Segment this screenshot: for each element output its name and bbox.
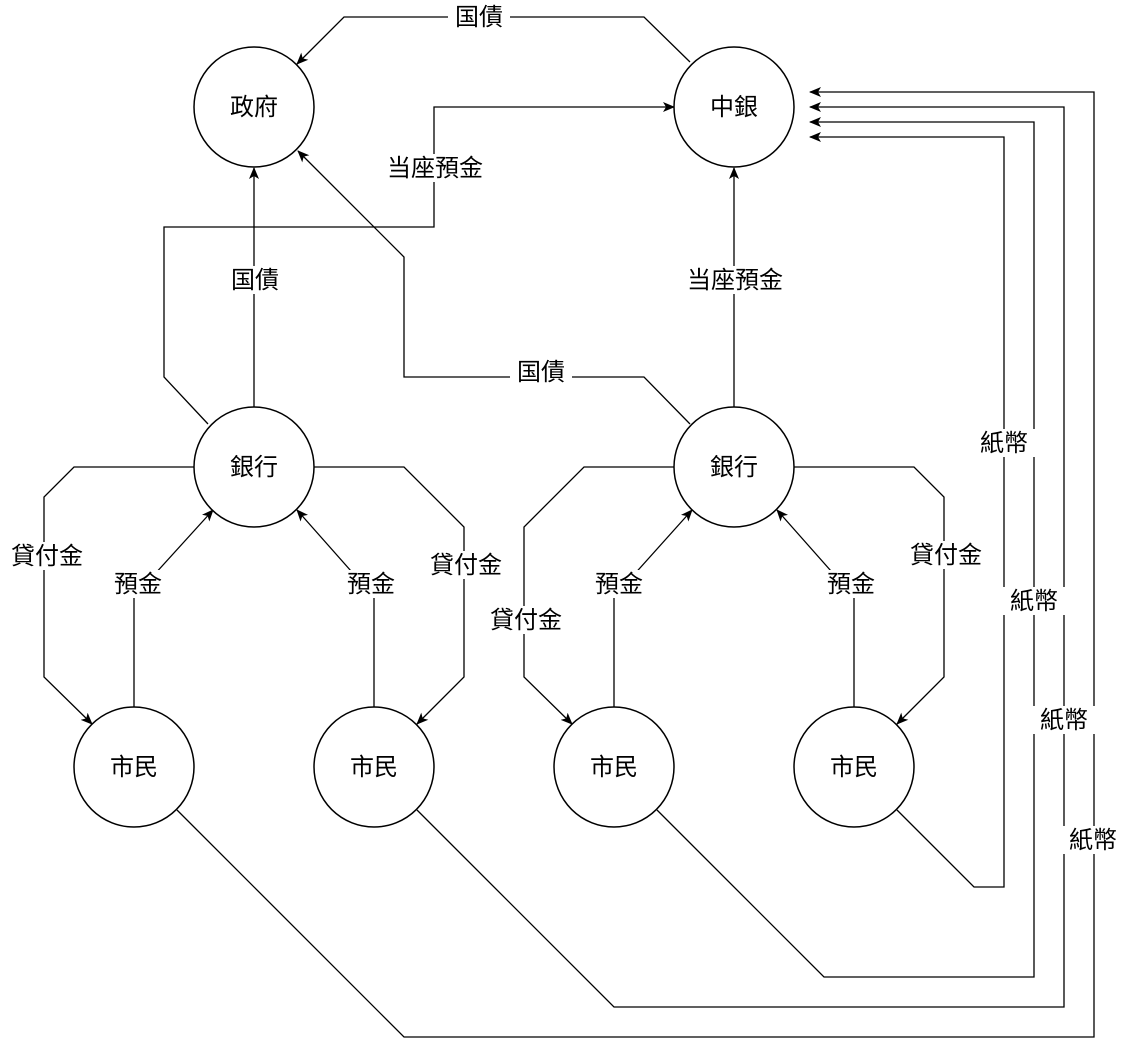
node-bank-right: 銀行 bbox=[673, 406, 795, 528]
svg-text:貸付金: 貸付金 bbox=[11, 542, 83, 570]
svg-text:中銀: 中銀 bbox=[710, 93, 758, 121]
edges bbox=[43, 16, 1095, 1038]
edge-c3-to-bankR-deposit bbox=[613, 509, 693, 707]
svg-text:国債: 国債 bbox=[517, 358, 565, 386]
label-bankL-to-c2-loan: 貸付金 bbox=[420, 551, 512, 579]
edge-c4-to-bankR-deposit bbox=[776, 509, 855, 707]
svg-text:預金: 預金 bbox=[347, 570, 395, 598]
nodes: 政府 中銀 銀行 銀行 市民 市民 市民 市民 bbox=[73, 46, 915, 828]
svg-text:市民: 市民 bbox=[590, 753, 638, 781]
label-bankR-to-cb-current-deposit: 当座預金 bbox=[675, 266, 795, 294]
label-bankR-to-c3-loan: 貸付金 bbox=[480, 606, 572, 634]
edge-bankL-to-c1-loan bbox=[43, 466, 194, 725]
node-bank-left: 銀行 bbox=[193, 406, 315, 528]
edge-bankR-to-gov-bonds bbox=[297, 150, 691, 425]
label-bankR-to-gov-bonds: 国債 bbox=[510, 358, 572, 386]
svg-text:市民: 市民 bbox=[110, 753, 158, 781]
edge-bankR-to-c3-loan bbox=[523, 466, 674, 725]
edge-c2-to-bankL-deposit bbox=[296, 509, 375, 707]
svg-text:貸付金: 貸付金 bbox=[430, 551, 502, 579]
edge-labels: 国債 当座預金 国債 国債 当座預金 貸付金 預金 預金 貸付金 貸付金 預金 … bbox=[1, 3, 1124, 854]
svg-text:紙幣: 紙幣 bbox=[1040, 706, 1088, 734]
node-citizen-2: 市民 bbox=[313, 706, 435, 828]
svg-text:市民: 市民 bbox=[350, 753, 398, 781]
edge-c3-to-cb-banknotes bbox=[656, 117, 1035, 978]
svg-text:貸付金: 貸付金 bbox=[490, 606, 562, 634]
label-c2-to-bankL-deposit: 預金 bbox=[340, 570, 402, 598]
svg-text:預金: 預金 bbox=[595, 570, 643, 598]
svg-text:当座預金: 当座預金 bbox=[387, 154, 483, 182]
label-bankL-to-gov-bonds: 国債 bbox=[224, 266, 286, 294]
label-c4-to-cb-banknotes: 紙幣 bbox=[973, 429, 1035, 457]
svg-text:貸付金: 貸付金 bbox=[910, 541, 982, 569]
svg-text:国債: 国債 bbox=[231, 266, 279, 294]
node-citizen-1: 市民 bbox=[73, 706, 195, 828]
label-cb-to-gov-bonds: 国債 bbox=[448, 3, 510, 31]
node-citizen-4: 市民 bbox=[793, 706, 915, 828]
label-c3-to-cb-banknotes: 紙幣 bbox=[1003, 587, 1065, 615]
edge-c4-to-cb-banknotes bbox=[809, 132, 1005, 888]
edge-bankL-to-cb-current-deposit bbox=[163, 102, 675, 425]
label-c2-to-cb-banknotes: 紙幣 bbox=[1033, 706, 1095, 734]
label-bankL-to-c1-loan: 貸付金 bbox=[1, 542, 93, 570]
svg-text:紙幣: 紙幣 bbox=[1010, 587, 1058, 615]
svg-text:紙幣: 紙幣 bbox=[980, 429, 1028, 457]
edge-bankR-to-c4-loan bbox=[794, 466, 945, 725]
svg-text:預金: 預金 bbox=[827, 570, 875, 598]
svg-text:政府: 政府 bbox=[230, 93, 278, 121]
node-government: 政府 bbox=[193, 46, 315, 168]
edge-c2-to-cb-banknotes bbox=[416, 102, 1065, 1008]
svg-text:銀行: 銀行 bbox=[710, 453, 758, 481]
label-c4-to-bankR-deposit: 預金 bbox=[820, 570, 882, 598]
edge-bankL-to-c2-loan bbox=[314, 466, 465, 725]
label-c1-to-bankL-deposit: 預金 bbox=[107, 570, 169, 598]
label-bankR-to-c4-loan: 貸付金 bbox=[900, 541, 992, 569]
svg-text:市民: 市民 bbox=[830, 753, 878, 781]
node-central-bank: 中銀 bbox=[673, 46, 795, 168]
label-c1-to-cb-banknotes: 紙幣 bbox=[1062, 826, 1124, 854]
node-citizen-3: 市民 bbox=[553, 706, 675, 828]
svg-text:当座預金: 当座預金 bbox=[687, 266, 783, 294]
svg-text:預金: 預金 bbox=[114, 570, 162, 598]
label-bankL-to-cb-current-deposit: 当座預金 bbox=[375, 154, 495, 182]
label-c3-to-bankR-deposit: 預金 bbox=[588, 570, 650, 598]
edge-c1-to-cb-banknotes bbox=[176, 87, 1095, 1038]
svg-text:銀行: 銀行 bbox=[230, 453, 278, 481]
edge-c1-to-bankL-deposit bbox=[133, 509, 214, 707]
svg-text:紙幣: 紙幣 bbox=[1069, 826, 1117, 854]
svg-text:国債: 国債 bbox=[455, 3, 503, 31]
